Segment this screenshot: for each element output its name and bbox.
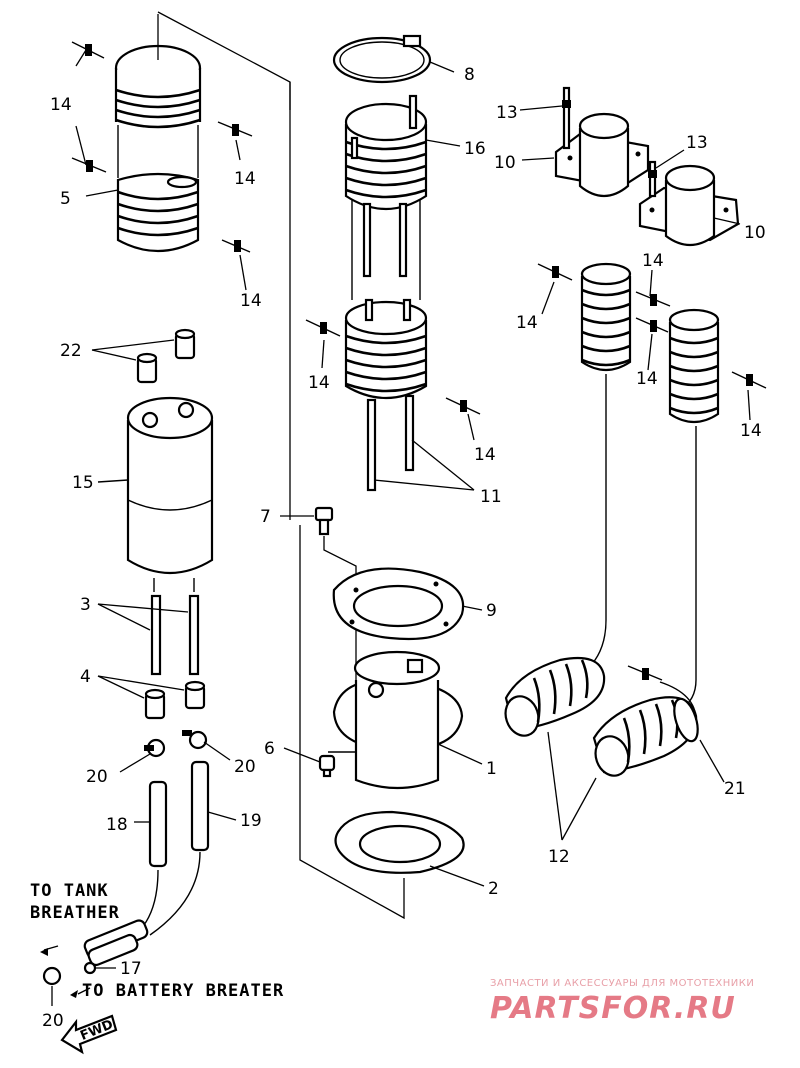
part-4-caps [97, 675, 206, 720]
label-22: 22 [60, 341, 82, 361]
part-1-housing [332, 650, 483, 790]
routing-notes: TO TANK BREATHER TO BATTERY BREATER FWD [30, 881, 284, 1044]
label-14-b: 14 [234, 169, 256, 189]
part-10-flange-a [521, 112, 650, 198]
label-14-h: 14 [636, 369, 658, 389]
label-14-d: 14 [308, 373, 330, 393]
watermark: ЗАПЧАСТИ И АКСЕССУАРЫ ДЛЯ МОТОТЕХНИКИ PA… [490, 978, 754, 1026]
label-13-b: 13 [686, 133, 708, 153]
label-5: 5 [60, 189, 71, 209]
label-17: 17 [120, 959, 142, 979]
part-10-flange-b [638, 164, 741, 247]
label-14-g: 14 [642, 251, 664, 271]
label-1: 1 [486, 759, 497, 779]
label-8: 8 [464, 65, 475, 85]
part-3-rods [97, 578, 200, 676]
pin-14-set-center [305, 319, 481, 441]
label-21: 21 [724, 779, 746, 799]
part-2-gasket [334, 810, 485, 887]
leader-12 [547, 731, 597, 841]
label-14-a: 14 [50, 95, 72, 115]
watermark-brand: PARTSFOR.RU [490, 991, 736, 1026]
part-8-clamp-ring [332, 34, 455, 84]
label-14-f: 14 [516, 313, 538, 333]
note-to-battery: TO BATTERY BREATER [82, 981, 284, 1001]
part-20-clamps [119, 730, 231, 773]
part-7-bolt [280, 506, 357, 680]
part-6-bolt [283, 747, 356, 778]
pin-14-set-left [71, 41, 253, 291]
note-to-tank-line1: TO TANK [30, 881, 109, 901]
label-3: 3 [80, 595, 91, 615]
watermark-tagline: ЗАПЧАСТИ И АКСЕССУАРЫ ДЛЯ МОТОТЕХНИКИ [490, 978, 754, 989]
label-4: 4 [80, 667, 91, 687]
part-18-19-hoses [134, 760, 237, 936]
part-12-elbow-a [504, 656, 606, 737]
label-20-c: 20 [42, 1011, 64, 1031]
label-11: 11 [480, 487, 502, 507]
label-14-c: 14 [240, 291, 262, 311]
part-5-bellows [114, 14, 202, 253]
label-20-a: 20 [86, 767, 108, 787]
pin-14-set-right [537, 263, 767, 421]
part-17-connector [40, 919, 149, 1006]
part-15-cylinder [97, 396, 214, 575]
label-13-a: 13 [496, 103, 518, 123]
label-18: 18 [106, 815, 128, 835]
right-bellows-b [668, 308, 720, 711]
assembly-outline [157, 11, 405, 920]
part-9-gasket [332, 567, 483, 641]
label-14-e: 14 [474, 445, 496, 465]
callout-labels: 14 14 5 14 22 15 3 4 20 20 18 19 17 20 8… [42, 65, 766, 1031]
label-7: 7 [260, 507, 271, 527]
label-10-b: 10 [744, 223, 766, 243]
right-bellows-a [580, 262, 632, 673]
label-2: 2 [488, 879, 499, 899]
part-11-bellows-rods [344, 298, 475, 492]
label-9: 9 [486, 601, 497, 621]
label-19: 19 [240, 811, 262, 831]
label-16: 16 [464, 139, 486, 159]
label-15: 15 [72, 473, 94, 493]
label-6: 6 [264, 739, 275, 759]
part-22-caps [91, 328, 196, 384]
label-20-b: 20 [234, 757, 256, 777]
label-10-a: 10 [494, 153, 516, 173]
note-to-tank-line2: BREATHER [30, 903, 120, 923]
part-16-bellows [344, 94, 461, 300]
label-14-i: 14 [740, 421, 762, 441]
label-12: 12 [548, 847, 570, 867]
fwd-arrow [60, 987, 118, 1055]
part-13-pins [519, 86, 685, 198]
part-21-elbow-b [592, 665, 725, 783]
